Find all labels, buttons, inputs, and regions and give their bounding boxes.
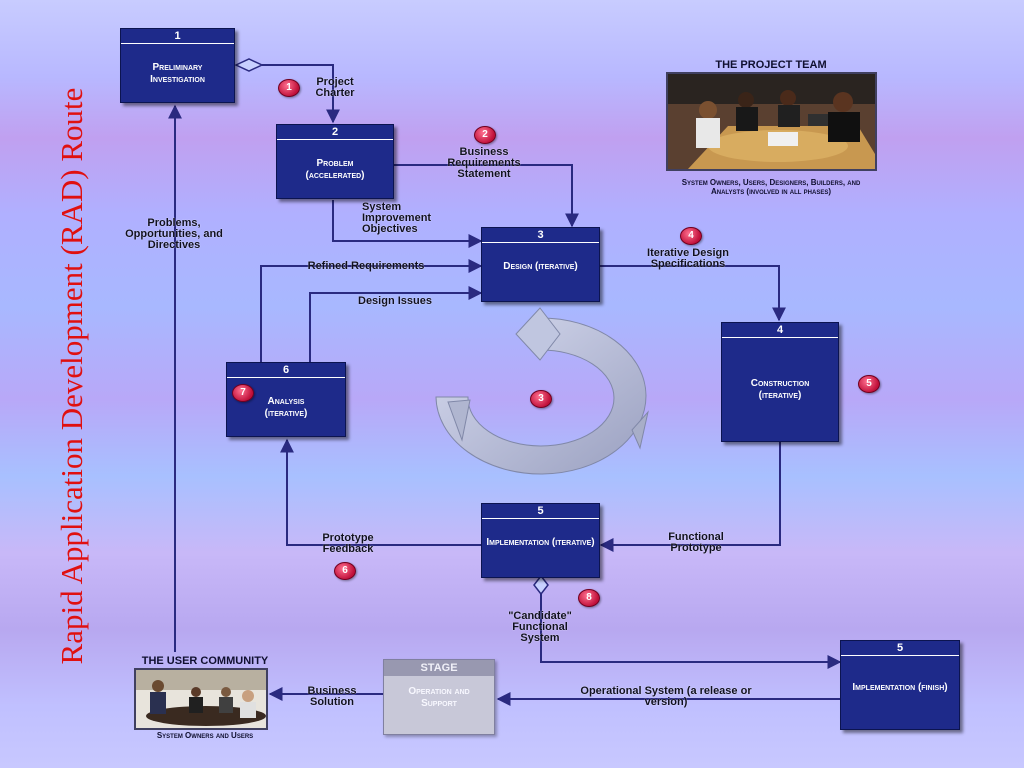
diamond-connector-5 — [533, 574, 549, 596]
project-team-heading: THE PROJECT TEAM — [715, 59, 827, 71]
stage-body: Operation and Support — [408, 686, 470, 709]
marker-7: 7 — [232, 384, 254, 402]
phase-label: Problem (accelerated) — [305, 158, 365, 181]
phase-5-implementation-finish: 5 Implementation (finish) — [840, 640, 960, 730]
label-operational-system: Operational System (a release or version… — [580, 685, 752, 708]
label-design-issues: Design Issues — [358, 295, 432, 307]
label-candidate-system: "Candidate" Functional System — [508, 610, 572, 644]
label-system-improvement: System Improvement Objectives — [362, 201, 432, 235]
phase-2-problem: 2 Problem (accelerated) — [276, 124, 394, 199]
arrow-1-to-2 — [262, 64, 340, 124]
phase-label: Construction (iterative) — [750, 378, 810, 401]
arrow-2-to-3-requirements — [394, 164, 579, 228]
phase-number: 5 — [841, 641, 959, 656]
arrow-5-to-6 — [280, 438, 481, 546]
user-community-caption: System Owners and Users — [156, 731, 254, 740]
label-functional-prototype: Functional Prototype — [668, 531, 724, 554]
marker-2: 2 — [474, 126, 496, 144]
user-community-photo — [134, 668, 268, 730]
diamond-connector-1 — [234, 58, 264, 72]
arrow-5-to-finish — [540, 594, 842, 669]
iteration-cycle — [435, 307, 649, 475]
project-team-caption: System Owners, Users, Designers, Builder… — [681, 178, 861, 196]
phase-number: 6 — [227, 363, 345, 378]
marker-8: 8 — [578, 589, 600, 607]
label-problems-opportunities: Problems, Opportunities, and Directives — [125, 217, 223, 251]
label-prototype-feedback: Prototype Feedback — [322, 532, 374, 555]
arrow-6-to-3-issues — [309, 286, 483, 362]
phase-5-implementation-iterative: 5 Implementation (iterative) — [481, 503, 600, 578]
stage-operation-support: STAGE Operation and Support — [383, 659, 495, 735]
marker-3: 3 — [530, 390, 552, 408]
phase-number: 2 — [277, 125, 393, 140]
arrow-2-to-3-objectives — [332, 200, 483, 248]
phase-3-design: 3 Design (iterative) — [481, 227, 600, 302]
phase-4-construction: 4 Construction (iterative) — [721, 322, 839, 442]
label-business-solution: Business Solution — [307, 685, 357, 708]
phase-number: 3 — [482, 228, 599, 243]
label-refined-requirements: Refined Requirements — [307, 260, 425, 272]
project-team-photo — [666, 72, 877, 171]
phase-label: Analysis (iterative) — [264, 396, 308, 419]
marker-6: 6 — [334, 562, 356, 580]
arrow-4-to-5 — [599, 442, 781, 552]
user-community-heading: THE USER COMMUNITY — [141, 655, 269, 667]
marker-4: 4 — [680, 227, 702, 245]
meeting-photo-icon — [668, 74, 875, 169]
phase-label: Implementation (iterative) — [486, 537, 595, 548]
users-photo-icon — [136, 670, 266, 728]
marker-5: 5 — [858, 375, 880, 393]
page-title: Rapid Application Development (RAD) Rout… — [54, 87, 89, 665]
phase-number: 5 — [482, 504, 599, 519]
arrow-3-to-4 — [600, 265, 786, 322]
phase-6-analysis: 6 Analysis (iterative) — [226, 362, 346, 437]
phase-label: Preliminary Investigation — [150, 62, 205, 85]
stage-heading: STAGE — [384, 660, 494, 676]
arrow-6-to-3-refined — [260, 259, 483, 362]
phase-number: 4 — [722, 323, 838, 338]
phase-label: Design (iterative) — [503, 261, 578, 272]
marker-1: 1 — [278, 79, 300, 97]
label-project-charter: Project Charter — [315, 76, 355, 99]
label-business-requirements: Business Requirements Statement — [447, 146, 521, 180]
phase-1-preliminary-investigation: 1 Preliminary Investigation — [120, 28, 235, 103]
phase-label: Implementation (finish) — [852, 682, 948, 693]
phase-number: 1 — [121, 29, 234, 44]
label-iterative-design: Iterative Design Specifications — [647, 247, 729, 270]
